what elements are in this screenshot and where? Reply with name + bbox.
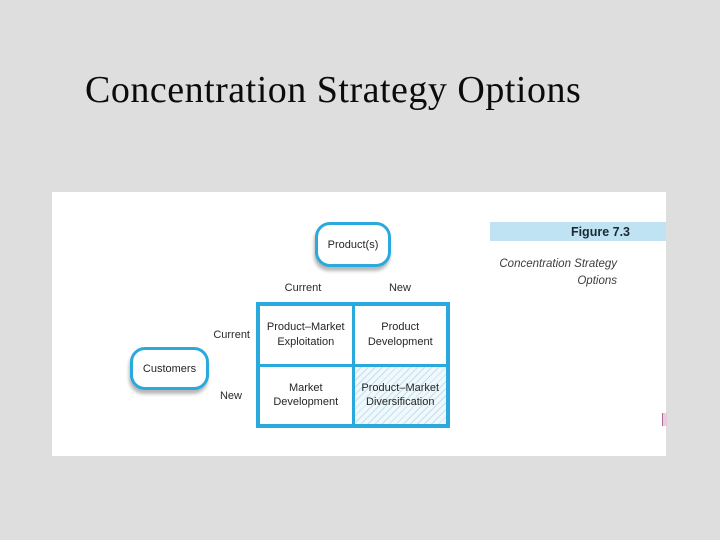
matrix-cell-product-market-diversification: Product–Market Diversification [354, 366, 446, 424]
product-axis-label: Product(s) [327, 238, 379, 251]
strategy-matrix: Product–Market Exploitation Product Deve… [256, 302, 450, 428]
customers-axis-pill: Customers [130, 347, 209, 390]
figure-caption-line1: Concentration Strategy [499, 258, 617, 270]
edge-artifact [662, 413, 667, 426]
figure-label-bar: Figure 7.3 [490, 222, 666, 241]
row-label-new: New [219, 390, 242, 402]
matrix-cell-product-development: Product Development [354, 306, 446, 364]
matrix-cell-product-market-exploitation: Product–Market Exploitation [260, 306, 352, 364]
column-label-current: Current [284, 282, 322, 294]
page-title: Concentration Strategy Options [85, 69, 582, 111]
product-axis-pill: Product(s) [315, 222, 391, 267]
row-label-current: Current [213, 329, 250, 341]
column-label-new: New [388, 282, 411, 294]
matrix-cell-market-development: Market Development [260, 366, 352, 424]
customers-axis-label: Customers [142, 362, 197, 375]
figure-number-label: Figure 7.3 [570, 224, 630, 239]
figure-caption-line2: Options [577, 274, 617, 287]
figure-panel: Product(s) Current New Customers Current… [52, 192, 667, 456]
figure-caption: Concentration Strategy Options [452, 256, 617, 289]
